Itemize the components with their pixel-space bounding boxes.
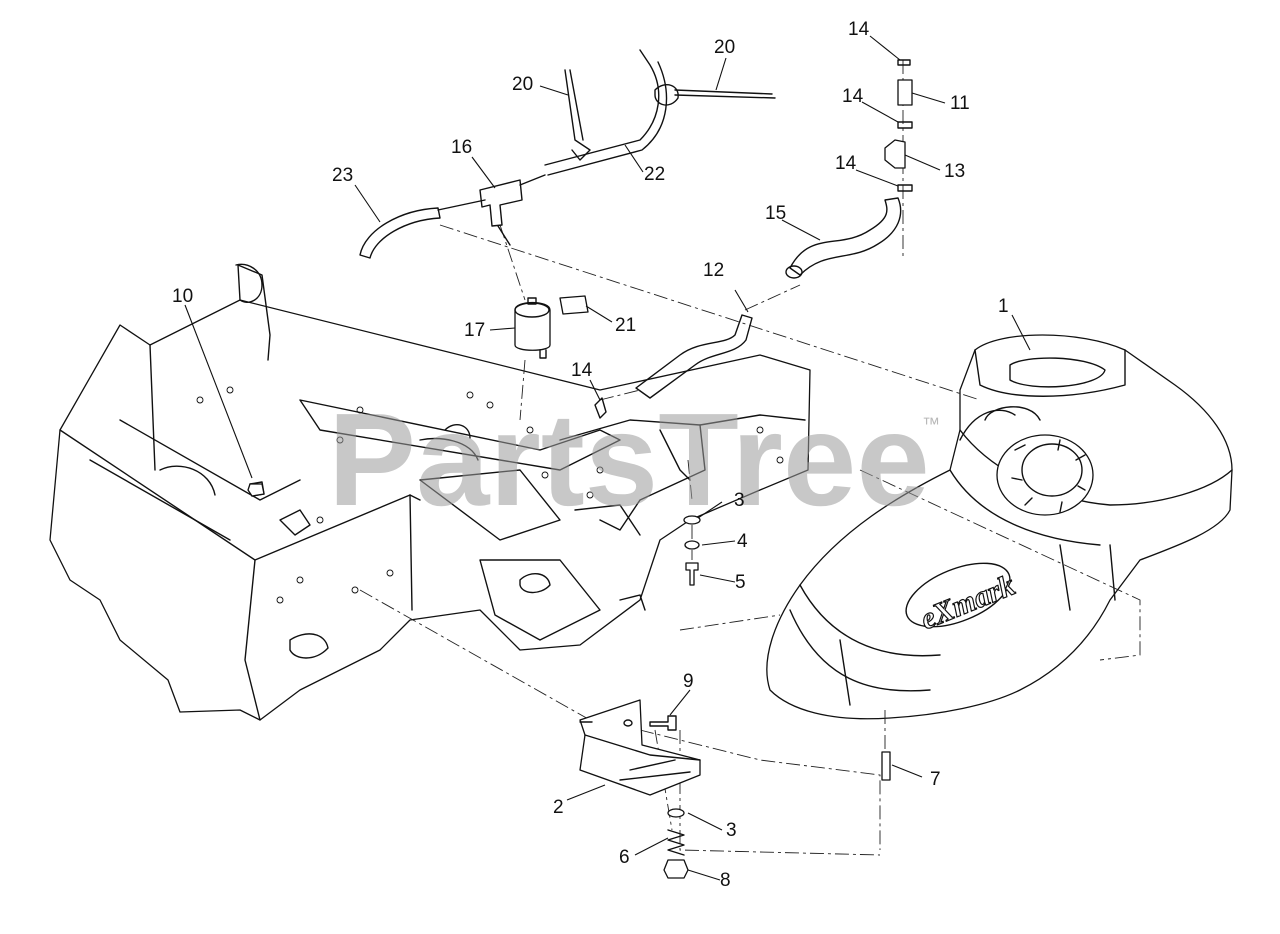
callout-5: 5 bbox=[735, 572, 746, 593]
callout-3-upper: 3 bbox=[734, 490, 745, 511]
callout-8: 8 bbox=[720, 870, 731, 891]
callout-17: 17 bbox=[464, 320, 485, 341]
leader-lines bbox=[184, 35, 1031, 881]
callout-14-frame: 14 bbox=[571, 360, 593, 381]
callout-20-right: 20 bbox=[714, 37, 735, 58]
callout-15: 15 bbox=[765, 203, 786, 224]
callout-20-left: 20 bbox=[512, 74, 533, 95]
bracket-assembly bbox=[247, 483, 891, 879]
watermark: PartsTree bbox=[328, 386, 930, 533]
callout-22: 22 bbox=[644, 164, 665, 185]
callout-21: 21 bbox=[615, 315, 636, 336]
callout-16: 16 bbox=[451, 137, 472, 158]
callouts: 1 2 3 3 4 5 6 7 8 9 10 11 12 13 14 14 14… bbox=[172, 19, 1009, 891]
callout-13: 13 bbox=[944, 161, 965, 182]
fuel-lines bbox=[359, 49, 913, 419]
callout-12: 12 bbox=[703, 260, 724, 281]
callout-6: 6 bbox=[619, 847, 630, 868]
fuel-tank: eXmark bbox=[766, 334, 1233, 720]
callout-10: 10 bbox=[172, 286, 193, 307]
callout-2: 2 bbox=[553, 797, 564, 818]
watermark-trademark: ™ bbox=[922, 414, 940, 434]
callout-11: 11 bbox=[950, 93, 970, 114]
callout-1: 1 bbox=[998, 296, 1009, 317]
callout-7: 7 bbox=[930, 769, 941, 790]
callout-4: 4 bbox=[737, 531, 748, 552]
callout-14-top: 14 bbox=[848, 19, 870, 40]
callout-14-lower: 14 bbox=[835, 153, 857, 174]
callout-14-mid: 14 bbox=[842, 86, 864, 107]
callout-23: 23 bbox=[332, 165, 353, 186]
callout-3-lower: 3 bbox=[726, 820, 737, 841]
frame-assembly bbox=[49, 263, 811, 721]
callout-9: 9 bbox=[683, 671, 694, 692]
